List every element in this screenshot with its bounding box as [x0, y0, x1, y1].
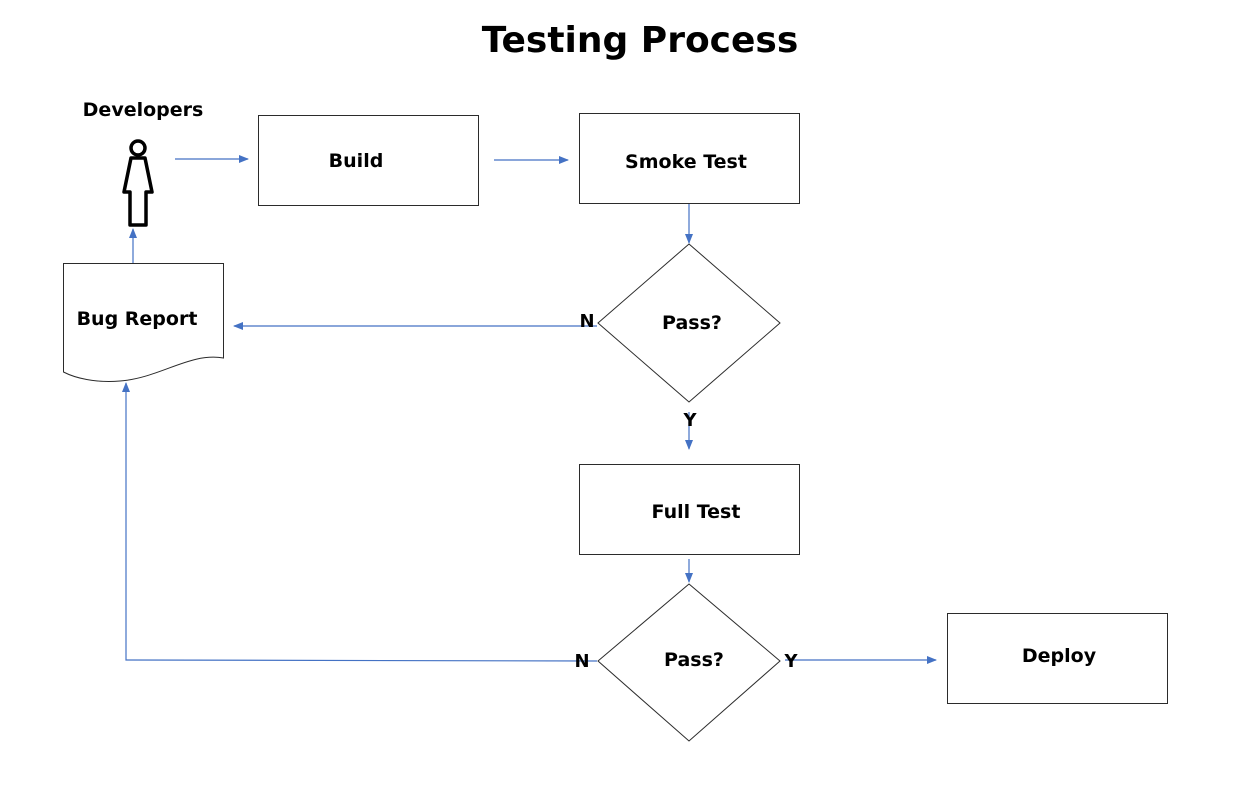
deploy-node: Deploy	[947, 613, 1168, 704]
pass-decision-1: Pass?	[597, 243, 781, 403]
deploy-label: Deploy	[1022, 645, 1097, 667]
pass-decision-2-label: Pass?	[664, 649, 724, 671]
arrow-pass2-no-to-bug-report	[122, 382, 598, 662]
pass2-no-label: N	[574, 651, 589, 672]
bug-report-label: Bug Report	[77, 308, 198, 330]
pass1-yes-label: Y	[682, 410, 697, 431]
smoke-test-node: Smoke Test	[579, 113, 800, 204]
bug-report-node: Bug Report	[63, 263, 224, 382]
full-test-node: Full Test	[579, 464, 800, 555]
pass2-yes-label: Y	[783, 651, 798, 672]
pass1-no-label: N	[579, 311, 594, 332]
build-label: Build	[329, 150, 384, 172]
person-icon	[122, 139, 154, 227]
pass-decision-1-label: Pass?	[662, 312, 722, 334]
smoke-test-label: Smoke Test	[625, 151, 747, 173]
pass-decision-2: Pass?	[597, 583, 781, 742]
diagram-title: Testing Process	[482, 20, 799, 61]
build-node: Build	[258, 115, 479, 206]
developers-label: Developers	[83, 99, 204, 121]
full-test-label: Full Test	[652, 501, 741, 523]
